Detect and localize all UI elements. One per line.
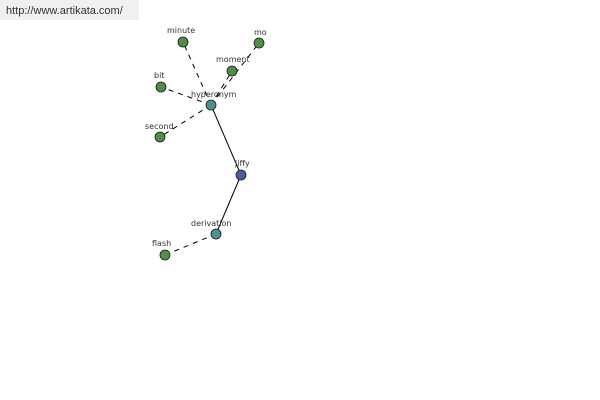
node-second[interactable]: second bbox=[145, 122, 174, 143]
node-moment[interactable]: moment bbox=[216, 55, 250, 77]
node-label-flash: flash bbox=[152, 239, 171, 248]
node-mo[interactable]: mo bbox=[253, 28, 267, 49]
edge-jiffy-derivation bbox=[215, 174, 242, 235]
edge-hyperonym-mo bbox=[210, 42, 260, 106]
node-flash[interactable]: flash bbox=[152, 239, 171, 261]
node-circle-moment[interactable] bbox=[226, 65, 238, 77]
node-label-jiffy: jiffy bbox=[234, 159, 250, 168]
node-circle-jiffy[interactable] bbox=[235, 169, 247, 181]
edge-hyperonym-bit bbox=[160, 86, 212, 106]
edge-hyperonym-minute bbox=[182, 41, 212, 106]
source-link[interactable]: http://www.artikata.com/ bbox=[0, 0, 139, 20]
node-circle-hyperonym[interactable] bbox=[205, 99, 217, 111]
node-circle-bit[interactable] bbox=[155, 81, 167, 93]
node-bit[interactable]: bit bbox=[154, 71, 167, 93]
node-circle-mo[interactable] bbox=[253, 37, 265, 49]
node-circle-derivation[interactable] bbox=[210, 228, 222, 240]
node-hyperonym[interactable]: hyperonym bbox=[191, 90, 237, 111]
node-derivation[interactable]: derivation bbox=[191, 219, 231, 240]
node-circle-second[interactable] bbox=[154, 131, 166, 143]
edge-layer bbox=[159, 41, 260, 256]
node-label-derivation: derivation bbox=[191, 219, 231, 228]
edge-hyperonym-moment bbox=[210, 70, 233, 106]
node-circle-flash[interactable] bbox=[159, 249, 171, 261]
node-label-bit: bit bbox=[154, 71, 164, 80]
edge-jiffy-hyperonym bbox=[210, 104, 242, 176]
node-label-second: second bbox=[145, 122, 174, 131]
node-jiffy[interactable]: jiffy bbox=[234, 159, 250, 181]
node-label-minute: minute bbox=[167, 26, 195, 35]
node-layer: jiffy hyperonym derivation minute mo moment bi… bbox=[145, 26, 267, 261]
node-label-mo: mo bbox=[254, 28, 267, 37]
node-label-moment: moment bbox=[216, 55, 250, 64]
edge-hyperonym-second bbox=[159, 104, 212, 138]
node-circle-minute[interactable] bbox=[177, 36, 189, 48]
node-label-hyperonym: hyperonym bbox=[191, 90, 237, 99]
edge-derivation-flash bbox=[164, 233, 217, 256]
node-minute[interactable]: minute bbox=[167, 26, 195, 48]
